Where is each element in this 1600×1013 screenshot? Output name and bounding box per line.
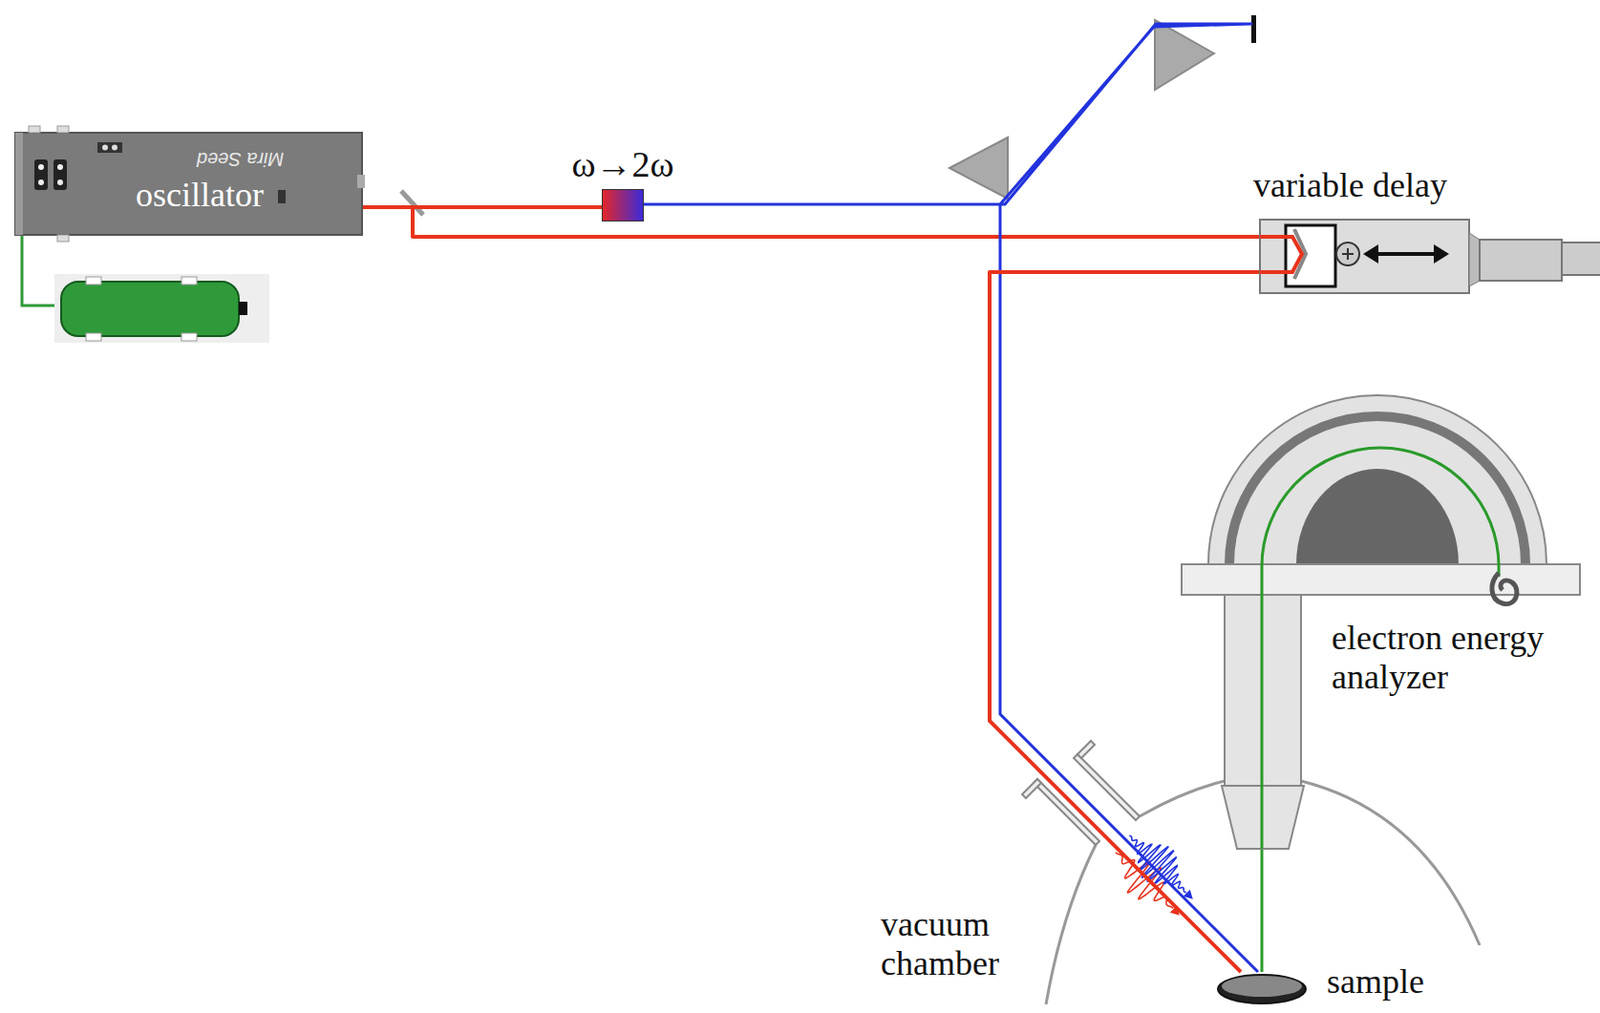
- end-mirror: [1251, 15, 1257, 43]
- pump-laser: [61, 281, 239, 337]
- retroreflector-mount: [1285, 225, 1336, 287]
- apparatus-part: variable delay: [1259, 219, 1600, 294]
- part-drawing: [1259, 219, 1600, 294]
- end-cap: [15, 132, 23, 235]
- thumbscrew-cross: [1342, 248, 1354, 260]
- laser-tab: [85, 333, 102, 342]
- tab: [57, 126, 69, 133]
- port: [97, 142, 123, 153]
- laser-tab: [181, 333, 197, 342]
- port-dot: [102, 145, 108, 151]
- arrowhead: [1363, 244, 1379, 264]
- thumbscrew: [1336, 242, 1360, 266]
- knob-dot: [38, 164, 44, 171]
- chamber-wall: [1045, 845, 1096, 1005]
- micrometer-head: [1561, 242, 1600, 276]
- part-label: electron energy analyzer: [1331, 618, 1588, 699]
- outer-hemisphere: [1229, 416, 1526, 565]
- laser-tab: [85, 277, 102, 285]
- delayed-beam: [1259, 236, 1302, 273]
- window-port: [1033, 779, 1100, 846]
- sample-holder: [1217, 975, 1306, 1004]
- window-port: [1073, 754, 1140, 821]
- port-flange: [1022, 779, 1042, 799]
- chamber-wall: [1139, 781, 1225, 817]
- analyzer-plate: [1181, 564, 1580, 596]
- apparatus-part: ω→2ω: [601, 189, 644, 222]
- knob: [53, 159, 67, 191]
- part-label: Mira Seed: [196, 148, 284, 171]
- part-label: variable delay: [1253, 166, 1448, 206]
- detector: [1492, 573, 1517, 605]
- sample-surface: [1221, 976, 1302, 998]
- knob-dot: [38, 179, 44, 186]
- switch: [277, 190, 286, 204]
- micrometer-collar: [1469, 233, 1480, 287]
- laser-nub: [238, 301, 248, 316]
- apparatus-part: Mira Seed oscillator: [15, 132, 363, 235]
- chamber-wall: [1301, 781, 1480, 946]
- part-drawing: [1216, 972, 1307, 1005]
- tab: [57, 234, 69, 242]
- apparatus-part: electron energy analyzer: [1181, 395, 1580, 850]
- knob-dot: [57, 164, 64, 171]
- beam-path: [1260, 849, 1264, 973]
- tab: [28, 126, 41, 133]
- pump-cable: [21, 234, 60, 306]
- laser-tab: [181, 277, 197, 285]
- stage-body: [1259, 219, 1470, 294]
- beam-path: [643, 23, 1259, 973]
- oscillator-body: [15, 132, 363, 235]
- port-dot: [111, 145, 118, 151]
- prism: [949, 137, 1008, 199]
- part-label: oscillator: [135, 175, 264, 215]
- prism: [1154, 20, 1215, 90]
- beam-path: [362, 207, 1260, 237]
- micrometer: [1479, 239, 1562, 281]
- port-flange: [1077, 741, 1095, 759]
- apparatus-part: sample: [1216, 972, 1307, 1005]
- chamber-label: vacuum chamber: [880, 905, 1044, 985]
- knob-dot: [57, 179, 64, 186]
- inner-hemisphere: [1296, 469, 1459, 565]
- part-label: sample: [1326, 962, 1425, 1003]
- light-pulses: [1115, 835, 1194, 916]
- arrowhead: [1433, 244, 1450, 264]
- knob: [34, 159, 48, 191]
- pulse-wave: [1129, 835, 1186, 893]
- pump-laser-ground: [54, 274, 270, 343]
- part-label: ω→2ω: [571, 144, 674, 187]
- beam-path: [989, 272, 1260, 973]
- travel-arrow: [1368, 252, 1442, 256]
- output-port: [357, 174, 365, 189]
